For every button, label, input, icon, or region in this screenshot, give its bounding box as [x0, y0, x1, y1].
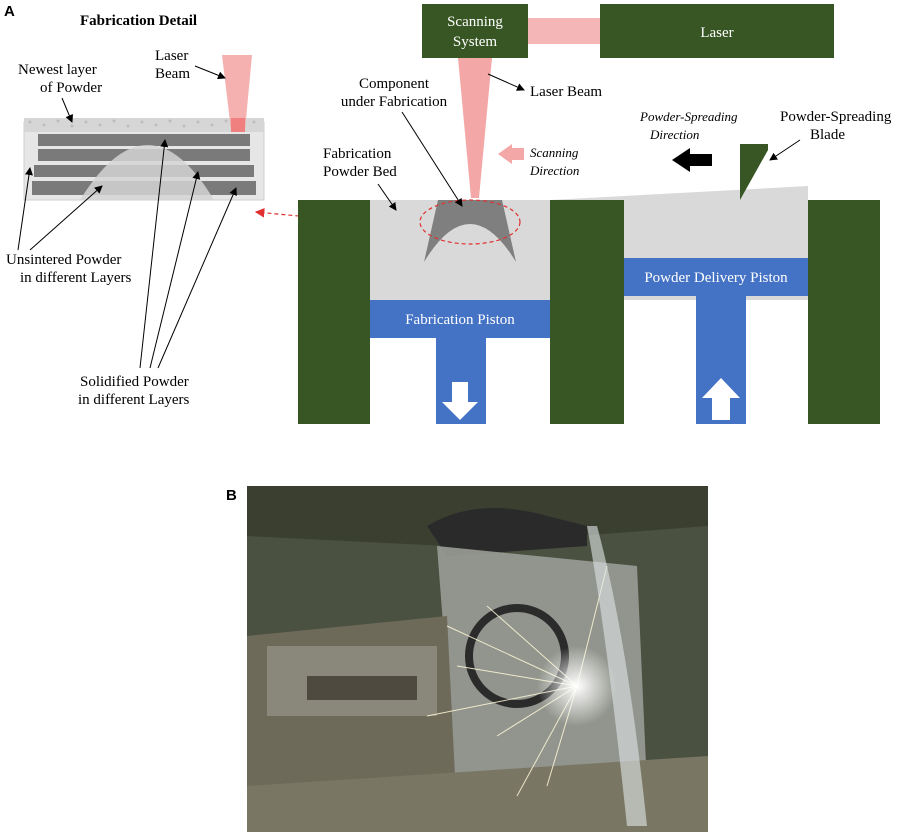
middle-wall [550, 200, 624, 424]
spreading-direction-arrow [672, 148, 712, 172]
detail-laser-arrow [194, 65, 226, 80]
powder-bed-arrow [377, 183, 397, 211]
spread-powder [550, 186, 808, 200]
scanning-direction-arrow [498, 144, 524, 164]
powder-bed-line2: Powder Bed [323, 164, 397, 180]
panel-label-a: A [4, 3, 15, 20]
down-arrow-icon [442, 382, 478, 420]
spreading-blade [740, 144, 768, 200]
detail-laser-beam-line1: Laser [155, 48, 188, 64]
up-arrow-icon [702, 378, 740, 420]
detail-laser-beam-line2: Beam [155, 66, 190, 82]
scanning-system-line2: System [453, 34, 498, 50]
detail-newest-arrow [61, 97, 73, 123]
photo-illustration [247, 486, 708, 832]
detail-newest-line2: of Powder [40, 80, 102, 96]
detail-title: Fabrication Detail [80, 13, 197, 29]
scanning-direction-line2: Direction [529, 163, 579, 178]
detail-unsintered-line2: in different Layers [20, 270, 132, 286]
laser-beam-arrow [487, 73, 525, 91]
laser-label: Laser [700, 25, 733, 41]
component-arrow [401, 111, 463, 207]
detail-solidified-arrow-1 [139, 139, 169, 369]
component-line1: Component [359, 76, 430, 92]
fabrication-piston [370, 300, 550, 338]
laser-link [528, 18, 600, 44]
detail-solidified-line1: Solidified Powder [80, 374, 189, 390]
detail-inset [23, 55, 265, 201]
panel-label-b: B [226, 487, 237, 504]
component [424, 200, 516, 262]
delivery-piston-label: Powder Delivery Piston [644, 270, 788, 286]
powder-bed-line1: Fabrication [323, 146, 392, 162]
detail-unsintered-arrow-1 [17, 167, 33, 251]
component-line2: under Fabrication [341, 94, 448, 110]
blade-arrow [769, 139, 801, 161]
focus-ellipse [419, 199, 521, 245]
right-wall [808, 200, 880, 424]
detail-unsintered-line1: Unsintered Powder [6, 252, 121, 268]
detail-newest-line1: Newest layer [18, 62, 97, 78]
left-wall [298, 200, 370, 424]
detail-solidified-line2: in different Layers [78, 392, 190, 408]
scanning-system-line1: Scanning [447, 14, 503, 30]
laser-beam-label: Laser Beam [530, 84, 602, 100]
laser-box [600, 4, 834, 58]
scanning-system-box [422, 4, 528, 58]
spreading-blade-line2: Blade [810, 127, 845, 143]
machining-photo [247, 486, 708, 832]
spreading-direction-line1: Powder-Spreading [639, 109, 738, 124]
delivery-piston [624, 258, 808, 296]
scanning-direction-line1: Scanning [530, 145, 579, 160]
fabrication-piston-label: Fabrication Piston [405, 312, 515, 328]
laser-beam [458, 58, 492, 198]
spreading-direction-line2: Direction [649, 127, 699, 142]
detail-solidified-arrow-2 [149, 171, 201, 369]
spreading-blade-line1: Powder-Spreading [780, 109, 892, 125]
detail-unsintered-arrow-2 [29, 185, 103, 251]
detail-solidified-arrow-3 [157, 187, 237, 369]
